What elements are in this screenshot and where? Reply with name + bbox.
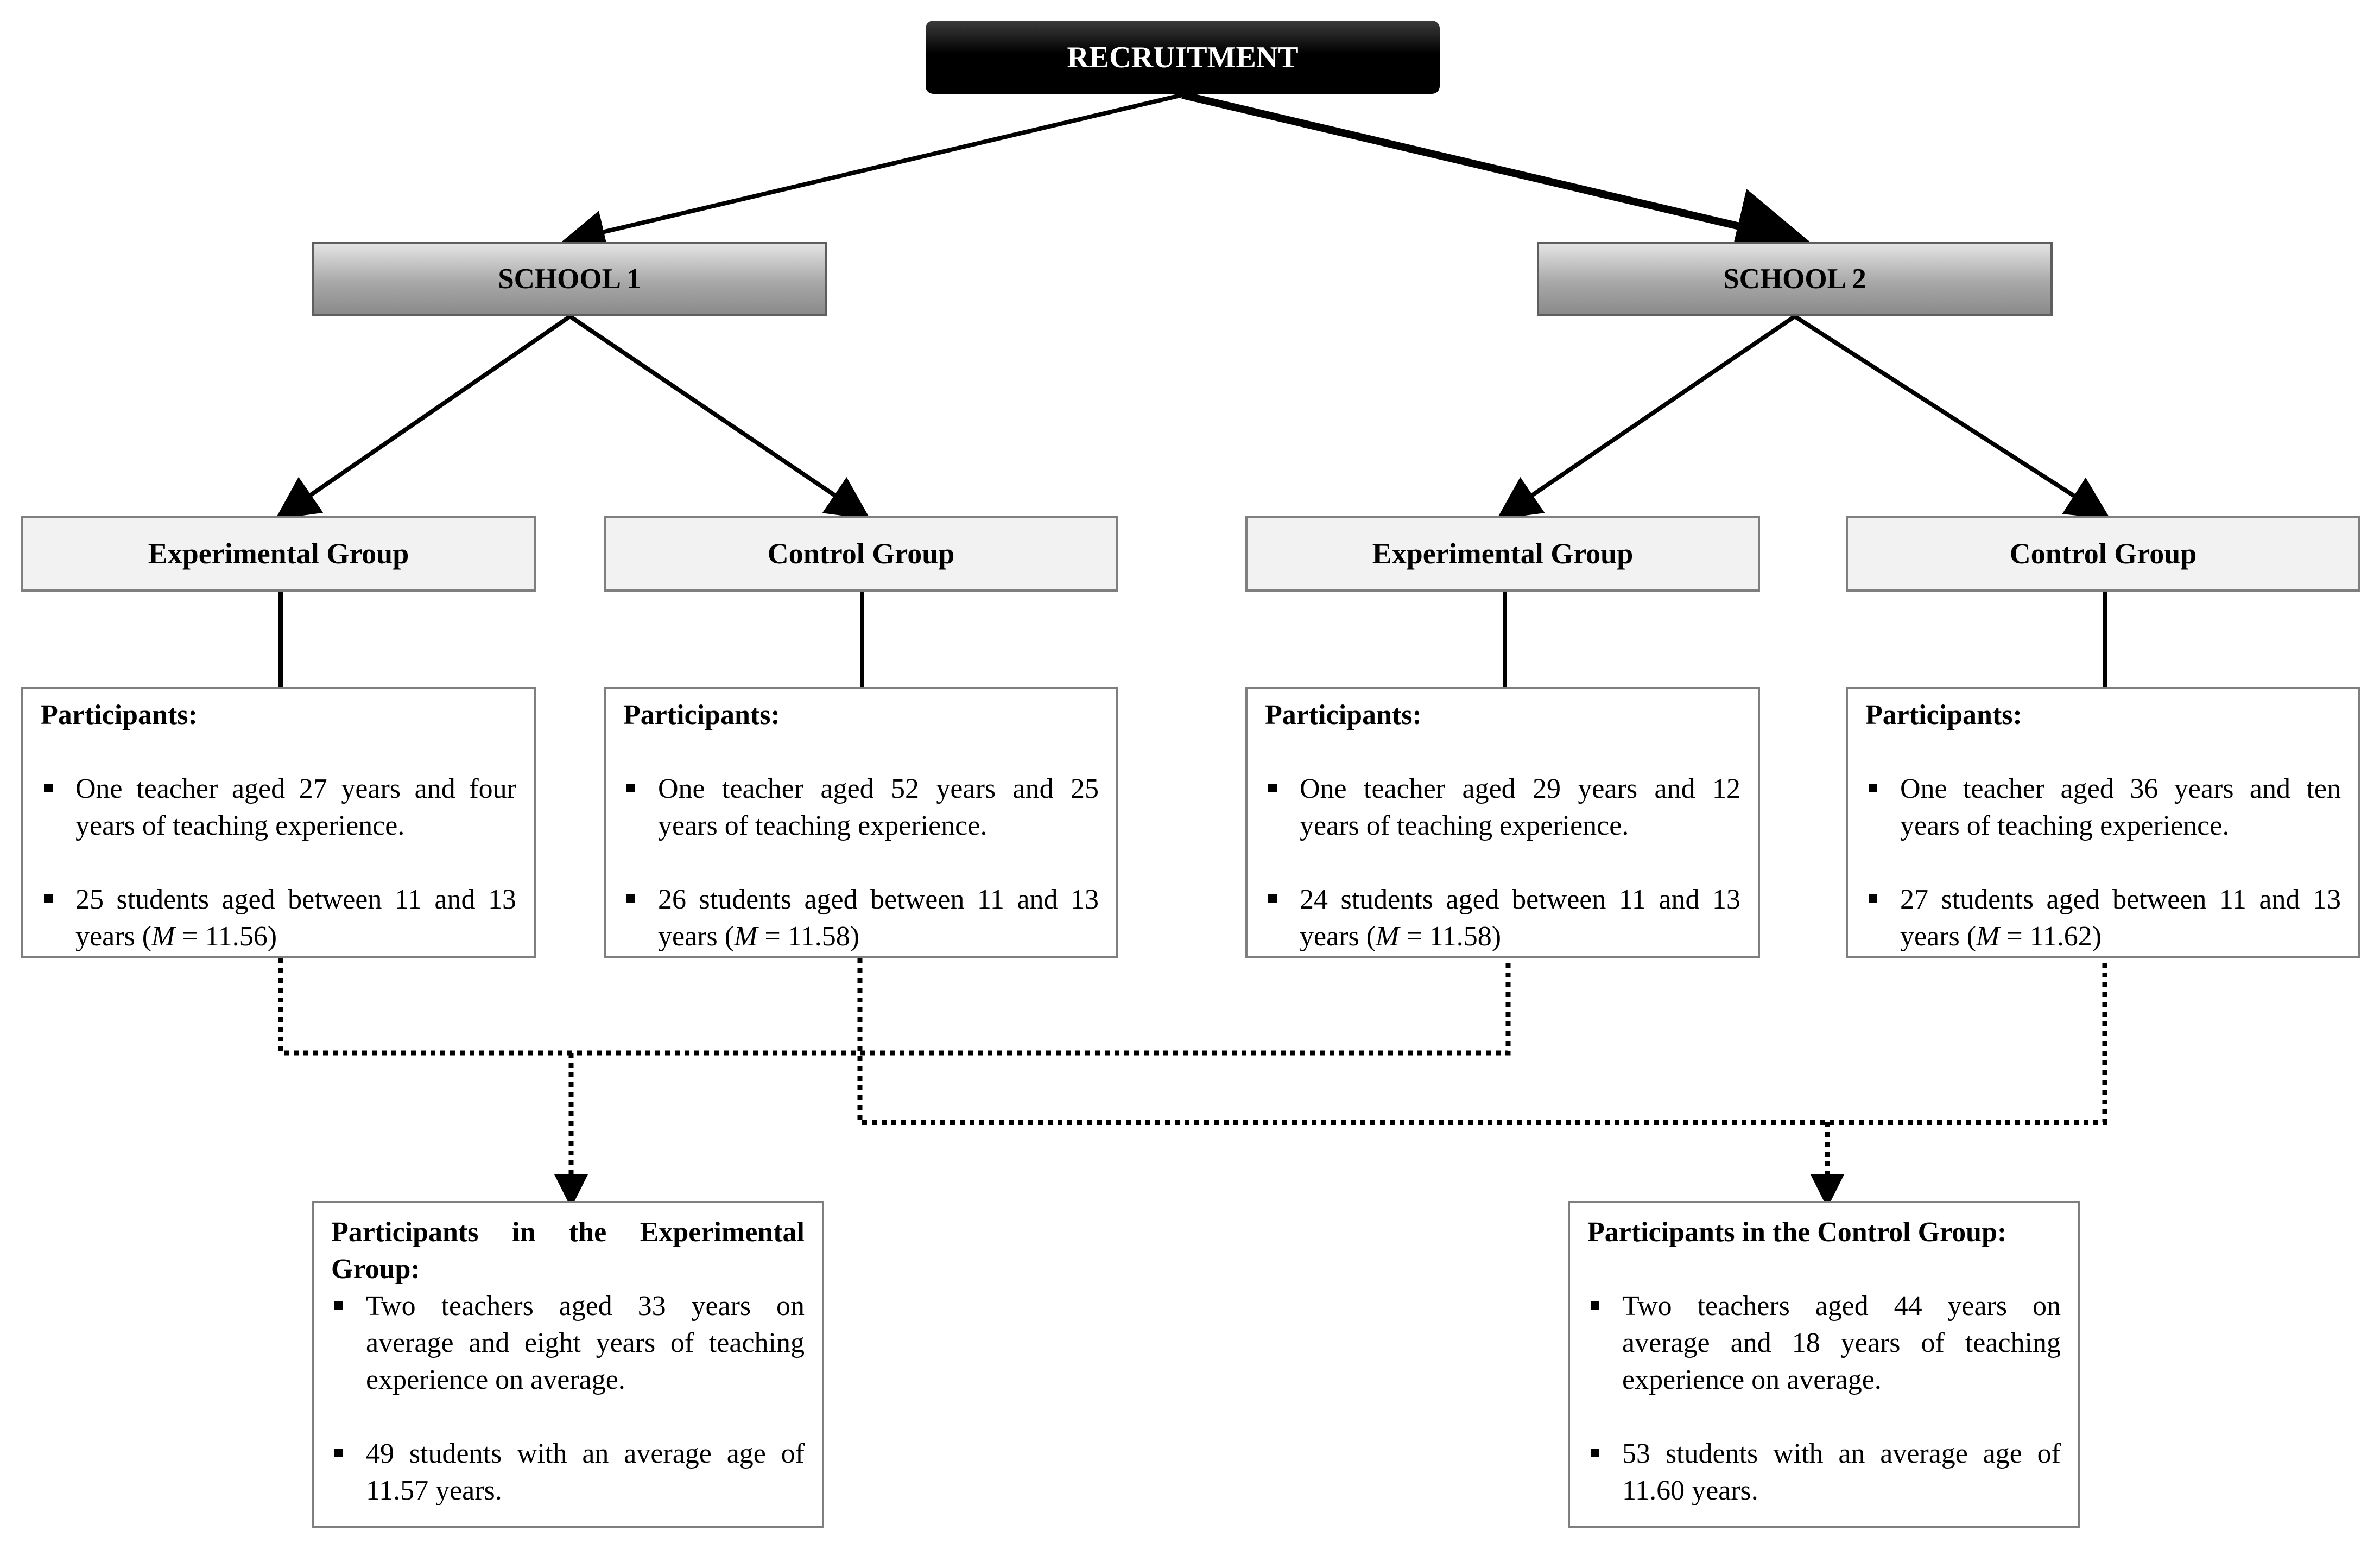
school-1-control-participants-box: Participants: One teacher aged 52 years … (604, 687, 1118, 958)
teachers-summary-bullet: Two teachers aged 44 years on average an… (1587, 1288, 2061, 1399)
arrow-school-1-to-experimental (275, 314, 572, 520)
school-2-label: SCHOOL 2 (1723, 263, 1866, 295)
mean-value: = 11.56) (175, 921, 277, 952)
teacher-bullet: One teacher aged 29 years and 12 years o… (1265, 771, 1740, 844)
school-2-control-participants-box: Participants: One teacher aged 36 years … (1846, 687, 2360, 958)
recruitment-label: RECRUITMENT (1067, 40, 1299, 74)
students-text: 26 students aged between 11 and 13 years… (658, 884, 1099, 952)
arrow-school-2-to-experimental (1496, 314, 1796, 520)
group-label: Experimental Group (148, 537, 409, 570)
school-1-box: SCHOOL 1 (312, 242, 827, 316)
students-bullet: 24 students aged between 11 and 13 years… (1265, 881, 1740, 955)
students-bullet: 25 students aged between 11 and 13 years… (41, 881, 516, 955)
school-1-experimental-participants-box: Participants: One teacher aged 27 years … (21, 687, 536, 958)
teacher-bullet: One teacher aged 27 years and four years… (41, 771, 516, 844)
experimental-summary-box: Participants in the Experimental Group: … (312, 1201, 824, 1528)
participants-list: One teacher aged 52 years and 25 years o… (623, 771, 1099, 955)
students-bullet: 27 students aged between 11 and 13 years… (1865, 881, 2341, 955)
mean-symbol: M (734, 921, 758, 952)
group-label: Experimental Group (1372, 537, 1634, 570)
students-bullet: 26 students aged between 11 and 13 years… (623, 881, 1099, 955)
mean-symbol: M (1976, 921, 2000, 952)
teacher-bullet: One teacher aged 52 years and 25 years o… (623, 771, 1099, 844)
mean-symbol: M (151, 921, 175, 952)
dotted-control-merge (857, 958, 2107, 1125)
school-1-experimental-group-box: Experimental Group (21, 516, 536, 592)
participants-heading: Participants: (41, 700, 198, 730)
summary-heading: Participants in the Control Group: (1587, 1217, 2007, 1248)
participants-heading: Participants: (1865, 700, 2022, 730)
summary-list: Two teachers aged 33 years on average an… (331, 1288, 805, 1509)
students-text: 24 students aged between 11 and 13 years… (1300, 884, 1740, 952)
mean-symbol: M (1376, 921, 1400, 952)
students-text: 27 students aged between 11 and 13 years… (1900, 884, 2341, 952)
dotted-experimental-merge (278, 958, 1511, 1056)
mean-value: = 11.58) (1399, 921, 1502, 952)
teachers-summary-bullet: Two teachers aged 33 years on average an… (331, 1288, 805, 1399)
arrow-school-2-to-control (1793, 314, 2111, 519)
mean-value: = 11.58) (757, 921, 860, 952)
summary-list: Two teachers aged 44 years on average an… (1587, 1288, 2061, 1509)
participants-list: One teacher aged 29 years and 12 years o… (1265, 771, 1740, 955)
participants-list: One teacher aged 27 years and four years… (41, 771, 516, 955)
teacher-bullet: One teacher aged 36 years and ten years … (1865, 771, 2341, 844)
school-2-experimental-participants-box: Participants: One teacher aged 29 years … (1245, 687, 1760, 958)
arrow-recruitment-to-school-1 (561, 93, 1183, 253)
students-text: 25 students aged between 11 and 13 years… (75, 884, 516, 952)
summary-heading: Participants in the Experimental Group: (331, 1217, 805, 1285)
mean-value: = 11.62) (1999, 921, 2102, 952)
school-2-box: SCHOOL 2 (1537, 242, 2053, 316)
group-label: Control Group (767, 537, 955, 570)
school-1-control-group-box: Control Group (604, 516, 1118, 592)
recruitment-box: RECRUITMENT (926, 21, 1440, 94)
students-summary-bullet: 49 students with an average age of 11.57… (331, 1435, 805, 1509)
school-1-label: SCHOOL 1 (498, 263, 641, 295)
arrow-recruitment-to-school-2 (1181, 91, 1812, 263)
participants-list: One teacher aged 36 years and ten years … (1865, 771, 2341, 955)
school-2-experimental-group-box: Experimental Group (1245, 516, 1760, 592)
group-label: Control Group (2009, 537, 2197, 570)
participants-heading: Participants: (1265, 700, 1422, 730)
participants-heading: Participants: (623, 700, 780, 730)
students-summary-bullet: 53 students with an average age of 11.60… (1587, 1435, 2061, 1509)
control-summary-box: Participants in the Control Group: Two t… (1568, 1201, 2080, 1528)
arrow-school-1-to-control (568, 314, 871, 519)
school-2-control-group-box: Control Group (1846, 516, 2360, 592)
